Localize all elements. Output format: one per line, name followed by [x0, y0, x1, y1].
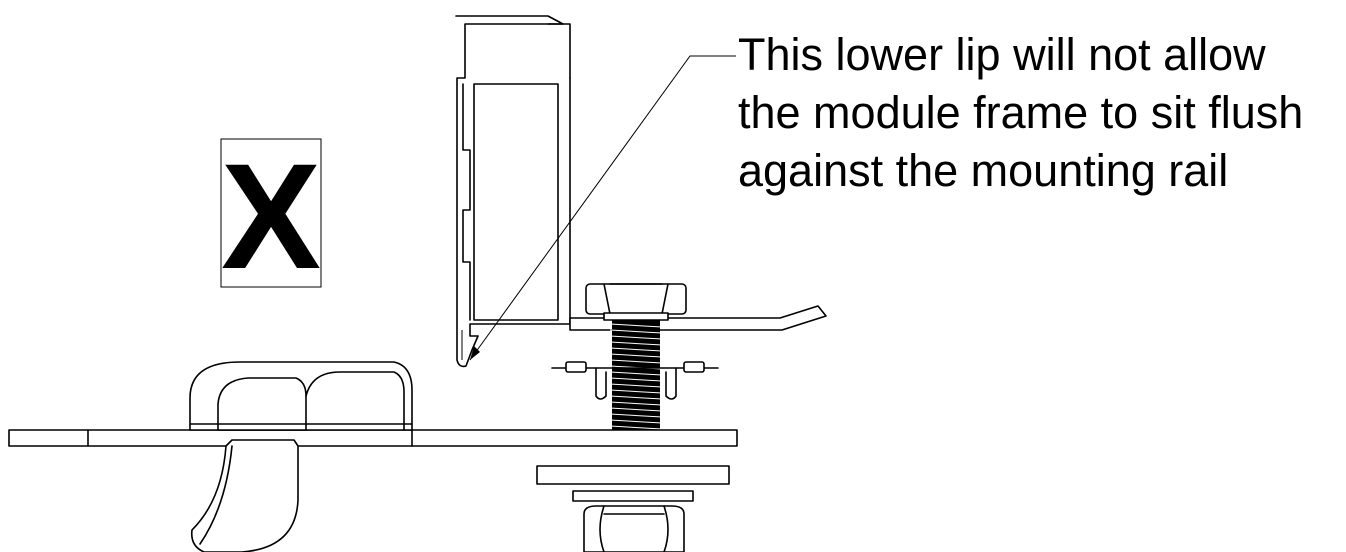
hex-nut	[583, 505, 685, 552]
thread-line	[609, 323, 663, 328]
callout-line-1: This lower lip will not allow	[738, 29, 1266, 80]
leader-arrowhead	[470, 346, 480, 360]
thread-line	[609, 395, 663, 400]
thread-line	[609, 383, 663, 388]
incorrect-marker: X	[220, 132, 322, 300]
callout-line-3: against the mounting rail	[738, 145, 1228, 196]
thread-line	[609, 389, 663, 394]
thread-line	[609, 419, 663, 424]
lower-lip-callout: This lower lip will not allow the module…	[469, 29, 1303, 361]
thread-line	[609, 425, 663, 430]
callout-line-2: the module frame to sit flush	[738, 87, 1303, 138]
thread-line	[609, 359, 663, 364]
thread-line	[609, 329, 663, 334]
thread-line	[609, 347, 663, 352]
thread-line	[609, 335, 663, 340]
thread-line	[609, 407, 663, 412]
threaded-bolt	[609, 320, 663, 430]
thread-line	[609, 401, 663, 406]
thread-line	[609, 341, 663, 346]
mounting-rail	[8, 429, 738, 447]
incorrect-marker-box	[220, 138, 322, 288]
bolt-threads	[609, 323, 663, 430]
leader-line	[469, 55, 736, 361]
thread-line	[609, 353, 663, 358]
lower-washers	[536, 465, 730, 502]
thread-line	[609, 377, 663, 382]
module-frame	[455, 15, 571, 368]
thread-line	[609, 413, 663, 418]
incorrect-marker-symbol: X	[221, 132, 321, 300]
hex-bolt-head	[585, 283, 687, 321]
thread-line	[609, 371, 663, 376]
rail-clamp	[189, 361, 413, 552]
spring-clip	[551, 361, 719, 400]
